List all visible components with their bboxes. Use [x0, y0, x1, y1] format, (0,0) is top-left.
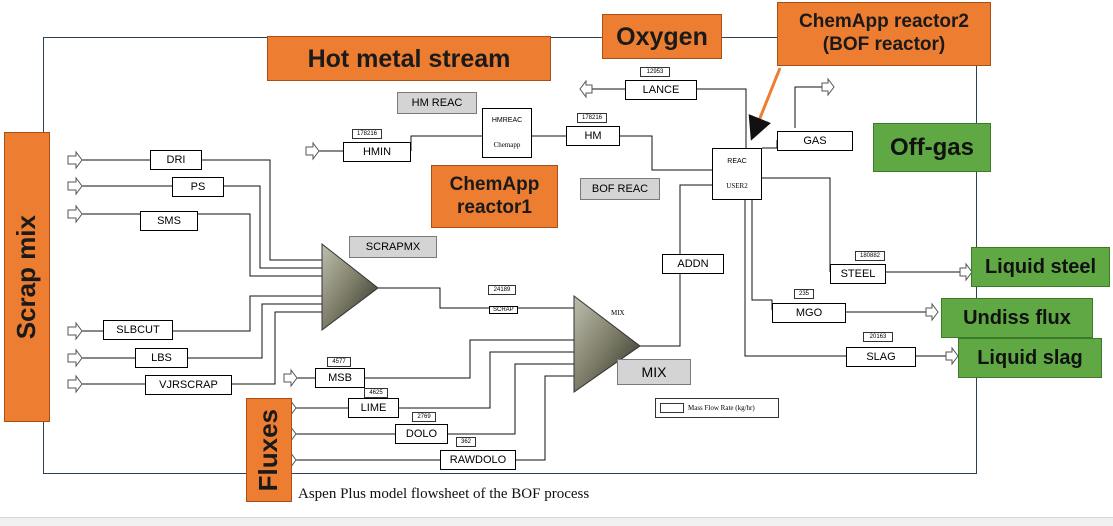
flow-tag-scrap: 24189 — [488, 285, 516, 295]
stream-ps[interactable]: PS — [172, 177, 224, 197]
undiss-flux-product: Undiss flux — [941, 298, 1093, 338]
stream-scrap[interactable]: SCRAP — [489, 306, 518, 314]
stream-lance[interactable]: LANCE — [625, 80, 697, 100]
reac-block[interactable]: REAC USER2 — [712, 148, 762, 200]
flow-tag-msb: 4577 — [327, 357, 351, 367]
stream-steel[interactable]: STEEL — [830, 264, 886, 284]
bottom-bar — [0, 517, 1113, 526]
hm-reac-label: HM REAC — [397, 92, 477, 114]
flow-tag-steel: 180882 — [855, 251, 885, 261]
scrap-mix-label: Scrap mix — [11, 214, 42, 340]
hmreac-title: HMREAC — [491, 117, 523, 125]
stream-lime[interactable]: LIME — [348, 398, 399, 418]
stream-lbs[interactable]: LBS — [135, 348, 188, 368]
stream-rawdolo[interactable]: RAWDOLO — [440, 450, 516, 470]
scrap-mix-callout: Scrap mix — [4, 132, 50, 422]
flow-tag-mgo: 235 — [794, 289, 814, 299]
hot-metal-stream-callout: Hot metal stream — [267, 36, 551, 81]
flow-tag-icon — [660, 403, 684, 413]
mass-flow-legend: Mass Flow Rate (kg/hr) — [655, 398, 779, 418]
mix-block-title: MIX — [611, 309, 625, 317]
reac-title: REAC — [727, 157, 747, 165]
off-gas-callout: Off-gas — [873, 123, 991, 172]
fluxes-callout: Fluxes — [246, 398, 292, 502]
stream-dolo[interactable]: DOLO — [395, 424, 448, 444]
stream-dri[interactable]: DRI — [150, 150, 202, 170]
fluxes-label: Fluxes — [253, 408, 284, 492]
flow-tag-lime: 4625 — [364, 388, 388, 398]
stream-slbcut[interactable]: SLBCUT — [103, 320, 173, 340]
stream-hm[interactable]: HM — [566, 126, 620, 146]
flow-tag-hm: 178216 — [577, 113, 607, 123]
stream-slag[interactable]: SLAG — [846, 347, 916, 367]
bof-reac-label: BOF REAC — [580, 178, 660, 200]
hmreac-block[interactable]: HMREAC Chemapp — [482, 108, 532, 158]
mix-label: MIX — [617, 359, 691, 385]
flow-tag-slag: 20163 — [863, 332, 893, 342]
reac-sub: USER2 — [726, 182, 748, 191]
flow-tag-rawdolo: 362 — [456, 437, 476, 447]
mix-mixer-shape — [573, 294, 641, 393]
stream-msb[interactable]: MSB — [315, 368, 365, 388]
stream-vjrscrap[interactable]: VJRSCRAP — [145, 375, 232, 395]
flow-tag-lance: 12953 — [640, 67, 670, 77]
legend-text: Mass Flow Rate (kg/hr) — [688, 404, 755, 412]
flow-tag-dolo: 2769 — [412, 412, 436, 422]
hmreac-sub: Chemapp — [493, 140, 521, 149]
stream-sms[interactable]: SMS — [140, 211, 198, 231]
oxygen-callout: Oxygen — [602, 14, 722, 59]
scrapmx-label: SCRAPMX — [349, 236, 437, 258]
stream-gas[interactable]: GAS — [777, 131, 853, 151]
stream-addn[interactable]: ADDN — [662, 254, 724, 274]
scrapmx-mixer-shape — [321, 242, 379, 331]
figure-caption: Aspen Plus model flowsheet of the BOF pr… — [298, 486, 590, 502]
stream-hmin[interactable]: HMIN — [343, 142, 411, 162]
flow-tag-hmin: 178216 — [352, 129, 382, 139]
chemapp-reactor2-callout: ChemApp reactor2 (BOF reactor) — [777, 2, 991, 66]
stream-mgo[interactable]: MGO — [772, 303, 846, 323]
chemapp-reactor1-callout: ChemApp reactor1 — [431, 165, 558, 228]
liquid-steel-product: Liquid steel — [971, 247, 1110, 287]
liquid-slag-product: Liquid slag — [958, 338, 1102, 378]
